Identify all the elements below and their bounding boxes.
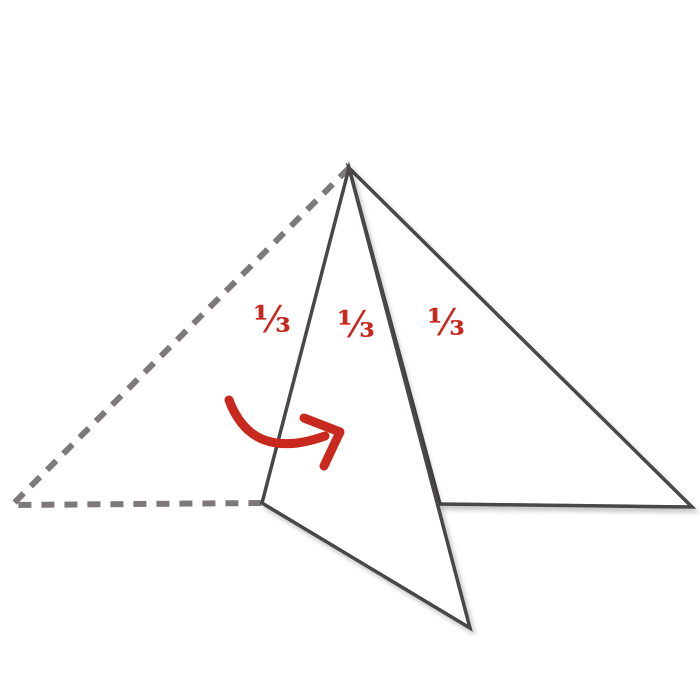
fold-label-left: ⅓ xyxy=(253,299,290,341)
curved-arrow-icon xyxy=(224,395,345,471)
fold-label-middle: ⅓ xyxy=(337,304,374,346)
fold-label-right: ⅓ xyxy=(427,302,464,344)
folded-flap xyxy=(259,161,473,632)
